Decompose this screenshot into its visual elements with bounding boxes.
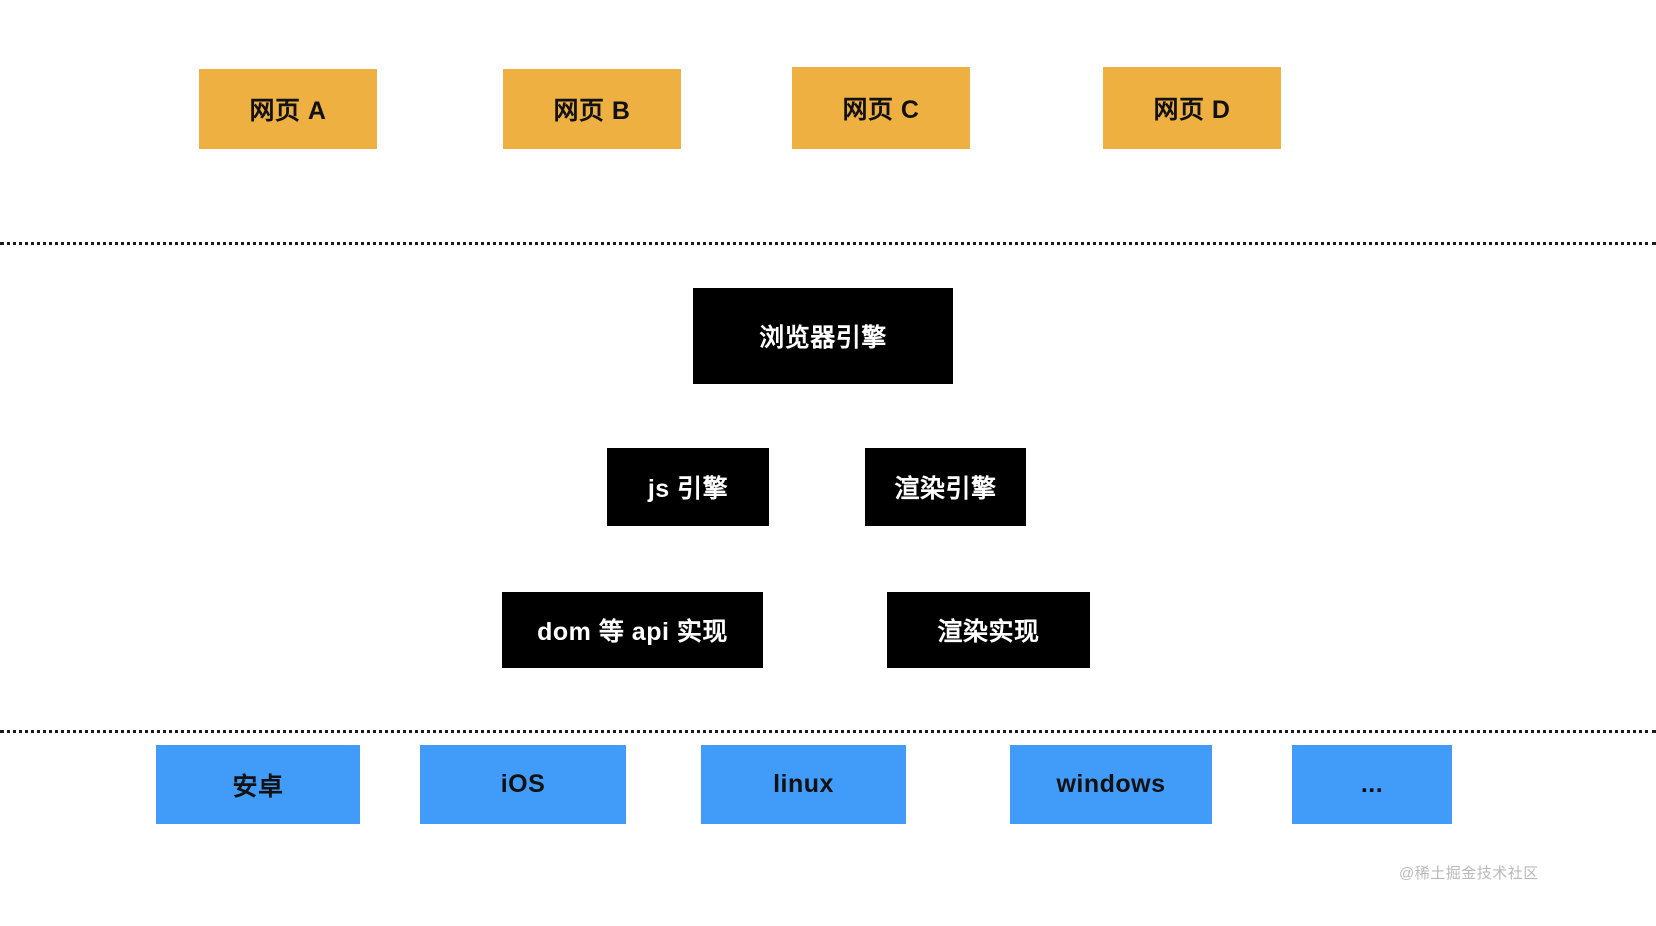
page-box-a: 网页 A [199, 69, 377, 149]
watermark: @稀土掘金技术社区 [1399, 865, 1539, 882]
os-box-linux: linux [701, 745, 906, 824]
page-box-d: 网页 D [1103, 67, 1281, 149]
render-impl-box: 渲染实现 [887, 592, 1090, 668]
os-box-ios: iOS [420, 745, 626, 824]
page-box-c: 网页 C [792, 67, 970, 149]
pages-engines-divider [0, 242, 1656, 245]
os-box-android: 安卓 [156, 745, 360, 824]
js-engine-box: js 引擎 [607, 448, 769, 526]
page-box-b: 网页 B [503, 69, 681, 149]
render-engine-box: 渲染引擎 [865, 448, 1026, 526]
browser-engine-box: 浏览器引擎 [693, 288, 953, 384]
os-box-windows: windows [1010, 745, 1212, 824]
os-box-more: ... [1292, 745, 1452, 824]
engines-os-divider [0, 730, 1656, 733]
dom-api-impl-box: dom 等 api 实现 [502, 592, 763, 668]
